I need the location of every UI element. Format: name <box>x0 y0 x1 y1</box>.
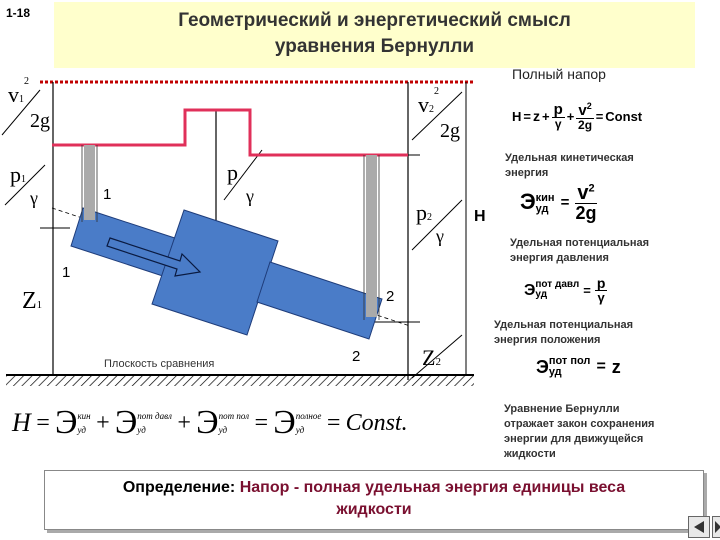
p1-slash <box>4 164 46 206</box>
p2-denominator: γ <box>436 226 444 246</box>
plane-label: Плоскость сравнения <box>104 358 215 370</box>
bernoulli-conclusion: Уравнение Бернулли отражает закон сохран… <box>504 403 655 460</box>
v2-label: v22 <box>418 85 439 117</box>
title-background <box>54 2 695 68</box>
piezometric-line <box>52 108 408 157</box>
z2-label: Z2 <box>422 345 441 370</box>
p2-slash <box>411 199 463 251</box>
p1-denominator: γ <box>30 188 38 208</box>
v2-slash <box>411 91 463 141</box>
p-mid-label: p <box>227 160 238 185</box>
h-label: H <box>474 208 486 225</box>
definition-label: Определение: <box>122 479 236 496</box>
piezometer-left <box>84 145 95 220</box>
triangle-left-icon <box>694 521 704 533</box>
v1-denominator: 2g <box>30 110 50 132</box>
p-mid-denominator: γ <box>246 186 254 206</box>
title-line-2: уравнения Бернулли <box>274 36 475 57</box>
p1-label: p1 <box>10 162 26 187</box>
comparison-plane-hatch <box>6 376 474 386</box>
full-head-title: Полный напор <box>512 66 606 82</box>
v1-label: v12 <box>8 75 29 107</box>
v2-denominator: 2g <box>440 120 460 142</box>
p2-label: p2 <box>416 200 432 225</box>
flow-arrow <box>106 237 202 277</box>
nav-back-button[interactable] <box>688 516 710 538</box>
section-label-2a: 2 <box>386 288 395 305</box>
section-label-1a: 1 <box>103 186 112 203</box>
pmid-slash <box>223 149 263 201</box>
triangle-right-icon <box>715 521 720 533</box>
definition-text: Определение: Напор - полная удельная эне… <box>122 479 626 518</box>
z2-slash <box>411 334 463 379</box>
v1-slash <box>1 89 41 136</box>
piezometer-right <box>366 155 377 317</box>
title-line-1: Геометрический и энергетический смысл <box>178 10 571 31</box>
pipe-wide-section <box>151 209 279 336</box>
nav-forward-button[interactable] <box>712 516 720 538</box>
definition-box <box>44 470 704 530</box>
slide-number: 1-18 <box>6 6 31 20</box>
section-label-1b: 1 <box>62 264 71 281</box>
pipe-outlet <box>256 261 383 340</box>
section-label-2b: 2 <box>352 348 361 365</box>
slide-title: Геометрический и энергетический смысл ур… <box>54 8 695 60</box>
z1-label: Z1 <box>22 288 43 314</box>
